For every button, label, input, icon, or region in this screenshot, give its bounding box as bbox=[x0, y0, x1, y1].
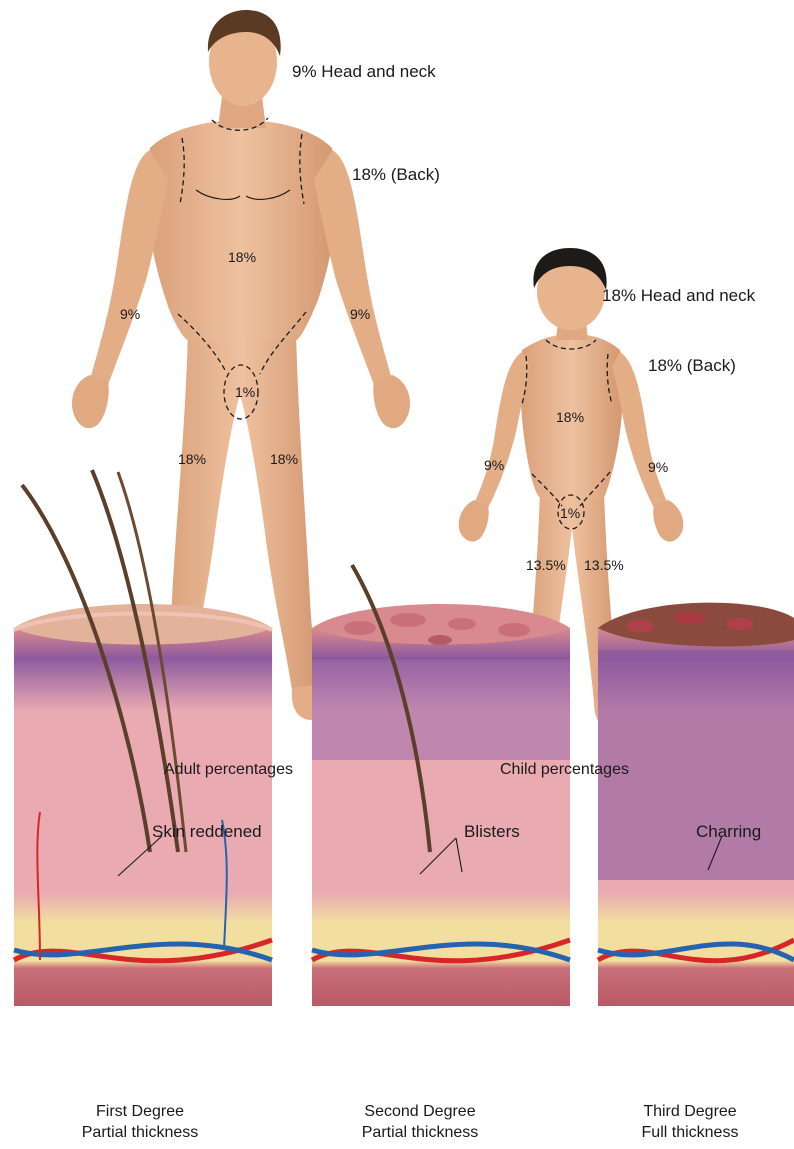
child-caption: Child percentages bbox=[500, 762, 629, 778]
child-arm-right-label: 9% bbox=[648, 460, 668, 474]
child-head-neck-label: 18% Head and neck bbox=[602, 287, 755, 304]
adult-genital-label: 1% bbox=[235, 385, 255, 399]
caption-third-degree-title: Third Degree bbox=[580, 1102, 794, 1123]
caption-third-degree: Third Degree Full thickness bbox=[580, 1102, 794, 1144]
adult-arm-right-label: 9% bbox=[350, 307, 370, 321]
skin-block-second-degree bbox=[312, 565, 570, 1006]
caption-third-degree-subtitle: Full thickness bbox=[580, 1123, 794, 1144]
child-back-label: 18% (Back) bbox=[648, 357, 736, 374]
child-leg-left-label: 13.5% bbox=[526, 558, 566, 572]
child-trunk-label: 18% bbox=[556, 410, 584, 424]
child-genital-label: 1% bbox=[560, 506, 580, 520]
caption-second-degree: Second Degree Partial thickness bbox=[310, 1102, 530, 1144]
adult-leg-left-label: 18% bbox=[178, 452, 206, 466]
adult-trunk-label: 18% bbox=[228, 250, 256, 264]
caption-first-degree-title: First Degree bbox=[30, 1102, 250, 1123]
child-leg-right-label: 13.5% bbox=[584, 558, 624, 572]
adult-leg-right-label: 18% bbox=[270, 452, 298, 466]
caption-second-degree-title: Second Degree bbox=[310, 1102, 530, 1123]
caption-second-degree-subtitle: Partial thickness bbox=[310, 1123, 530, 1144]
callout-charring: Charring bbox=[696, 823, 761, 840]
caption-first-degree-subtitle: Partial thickness bbox=[30, 1123, 250, 1144]
child-arm-left-label: 9% bbox=[484, 458, 504, 472]
skin-block-first-degree bbox=[14, 470, 272, 1006]
adult-head-neck-label: 9% Head and neck bbox=[292, 63, 436, 80]
callout-skin-reddened: Skin reddened bbox=[152, 823, 262, 840]
caption-first-degree: First Degree Partial thickness bbox=[30, 1102, 250, 1144]
adult-caption: Adult percentages bbox=[164, 762, 293, 778]
adult-arm-left-label: 9% bbox=[120, 307, 140, 321]
skin-block-third-degree bbox=[598, 603, 794, 1006]
callout-blisters: Blisters bbox=[464, 823, 520, 840]
adult-back-label: 18% (Back) bbox=[352, 166, 440, 183]
